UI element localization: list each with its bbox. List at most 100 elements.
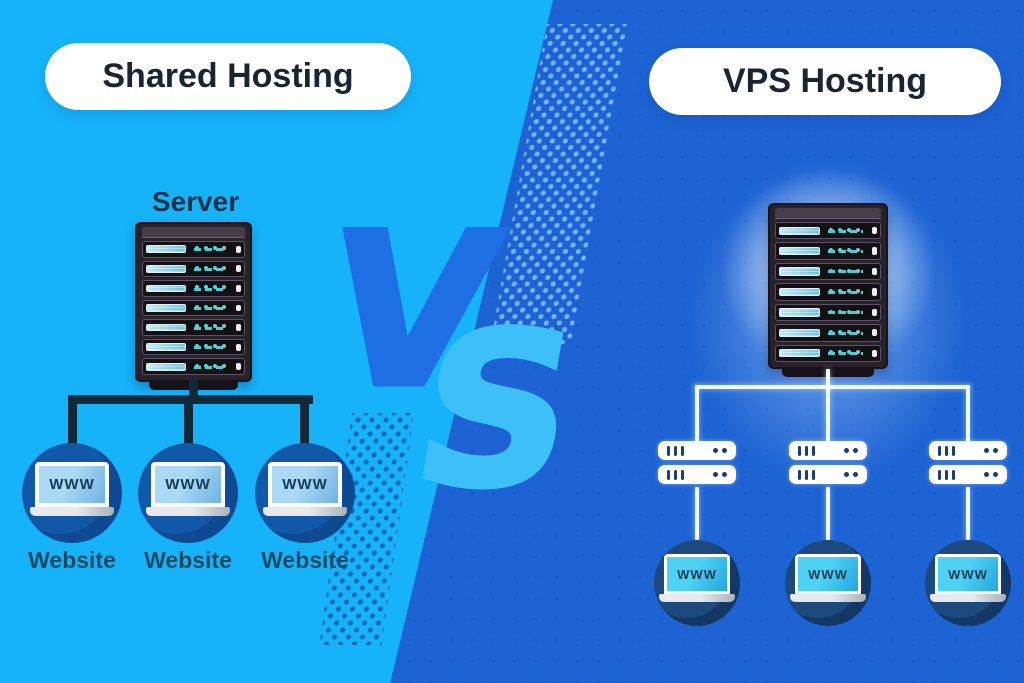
connector-drop xyxy=(695,385,699,443)
handle-slot xyxy=(236,285,241,292)
vent-panel xyxy=(146,245,186,254)
led-panel xyxy=(824,328,868,337)
vent-panel xyxy=(779,287,821,297)
led-panel xyxy=(824,308,868,317)
connector-drop xyxy=(695,487,699,540)
rack-unit xyxy=(775,344,881,362)
vent-panel xyxy=(146,343,186,351)
laptop-www-icon: WWW xyxy=(659,554,735,602)
vps-bar xyxy=(789,465,867,484)
led-panel xyxy=(189,343,232,351)
rack-top-cap xyxy=(775,208,881,219)
rack-unit xyxy=(775,283,881,301)
vent-panel xyxy=(779,328,821,337)
handle-slot xyxy=(872,247,877,255)
vent-panel xyxy=(146,323,186,332)
laptop-base xyxy=(30,507,114,516)
vent-panel xyxy=(146,362,186,371)
laptop-base xyxy=(263,507,347,516)
website-label: Website xyxy=(144,547,232,573)
laptop-www-icon: WWW xyxy=(146,462,230,516)
vps-hosting-title: VPS Hosting xyxy=(649,48,1001,115)
laptop-screen: WWW xyxy=(935,554,1001,594)
website-node: WWW xyxy=(925,540,1011,626)
rack-unit xyxy=(775,222,881,240)
website-label: Website xyxy=(261,547,349,573)
laptop-screen: WWW xyxy=(268,462,342,507)
rack-unit xyxy=(775,324,881,342)
website-node: WWW xyxy=(654,540,740,626)
vent-panel xyxy=(779,226,821,235)
rack-unit xyxy=(142,299,245,317)
website-label: Website xyxy=(28,547,116,573)
vps-server-icon xyxy=(929,441,1007,489)
rack-unit xyxy=(142,241,245,258)
connector-stem xyxy=(189,380,198,402)
led-panel xyxy=(189,284,232,293)
connector-drop xyxy=(966,385,970,443)
led-panel xyxy=(824,287,868,297)
vent-panel xyxy=(779,308,821,317)
handle-slot xyxy=(236,363,241,371)
vps-server-icon xyxy=(789,441,867,489)
led-panel xyxy=(824,247,868,256)
website-node: WWW Website xyxy=(255,443,355,573)
connector-drop xyxy=(300,395,309,448)
handle-slot xyxy=(236,343,241,351)
laptop-base xyxy=(659,594,735,602)
handle-slot xyxy=(872,267,877,276)
rack-unit xyxy=(142,280,245,297)
laptop-www-icon: WWW xyxy=(30,462,114,516)
vent-panel xyxy=(779,349,821,358)
vent-panel xyxy=(779,247,821,256)
laptop-screen: WWW xyxy=(795,554,861,594)
connector-drop xyxy=(68,395,77,448)
led-panel xyxy=(824,267,868,276)
vps-server-icon xyxy=(658,441,736,489)
handle-slot xyxy=(872,349,877,357)
led-panel xyxy=(824,226,868,235)
shared-hosting-title: Shared Hosting xyxy=(45,43,411,110)
vent-panel xyxy=(779,267,821,276)
website-node: WWW xyxy=(785,540,871,626)
rack-unit xyxy=(142,319,245,336)
website-node: WWW Website xyxy=(138,443,238,573)
laptop-base xyxy=(146,507,230,516)
vps-bar xyxy=(658,465,736,484)
vps-bar xyxy=(658,441,736,460)
handle-slot xyxy=(872,308,877,317)
vps-bar xyxy=(929,441,1007,460)
vps-bar xyxy=(929,465,1007,484)
led-panel xyxy=(189,362,232,371)
handle-slot xyxy=(236,245,241,253)
laptop-screen: WWW xyxy=(151,462,225,507)
connector-drop xyxy=(966,487,970,540)
laptop-base xyxy=(790,594,866,602)
handle-slot xyxy=(872,329,877,337)
laptop-screen: WWW xyxy=(664,554,730,594)
laptop-screen: WWW xyxy=(35,462,109,507)
rack-unit xyxy=(775,303,881,322)
rack-unit xyxy=(775,262,881,281)
vent-panel xyxy=(146,304,186,312)
shared-server-rack-icon xyxy=(135,222,252,390)
handle-slot xyxy=(872,227,877,235)
rack-top-cap xyxy=(142,227,245,238)
laptop-www-icon: WWW xyxy=(930,554,1006,602)
laptop-base xyxy=(930,594,1006,602)
handle-slot xyxy=(236,324,241,331)
vps-server-rack-icon xyxy=(768,203,888,377)
website-node: WWW Website xyxy=(22,443,122,573)
handle-slot xyxy=(236,265,241,273)
laptop-www-icon: WWW xyxy=(790,554,866,602)
vps-bar xyxy=(789,441,867,460)
handle-slot xyxy=(236,304,241,312)
led-panel xyxy=(189,323,232,332)
led-panel xyxy=(824,349,868,358)
led-panel xyxy=(189,265,232,273)
vent-panel xyxy=(146,265,186,273)
rack-unit xyxy=(775,242,881,260)
server-label: Server xyxy=(151,186,240,217)
rack-unit xyxy=(142,358,245,376)
